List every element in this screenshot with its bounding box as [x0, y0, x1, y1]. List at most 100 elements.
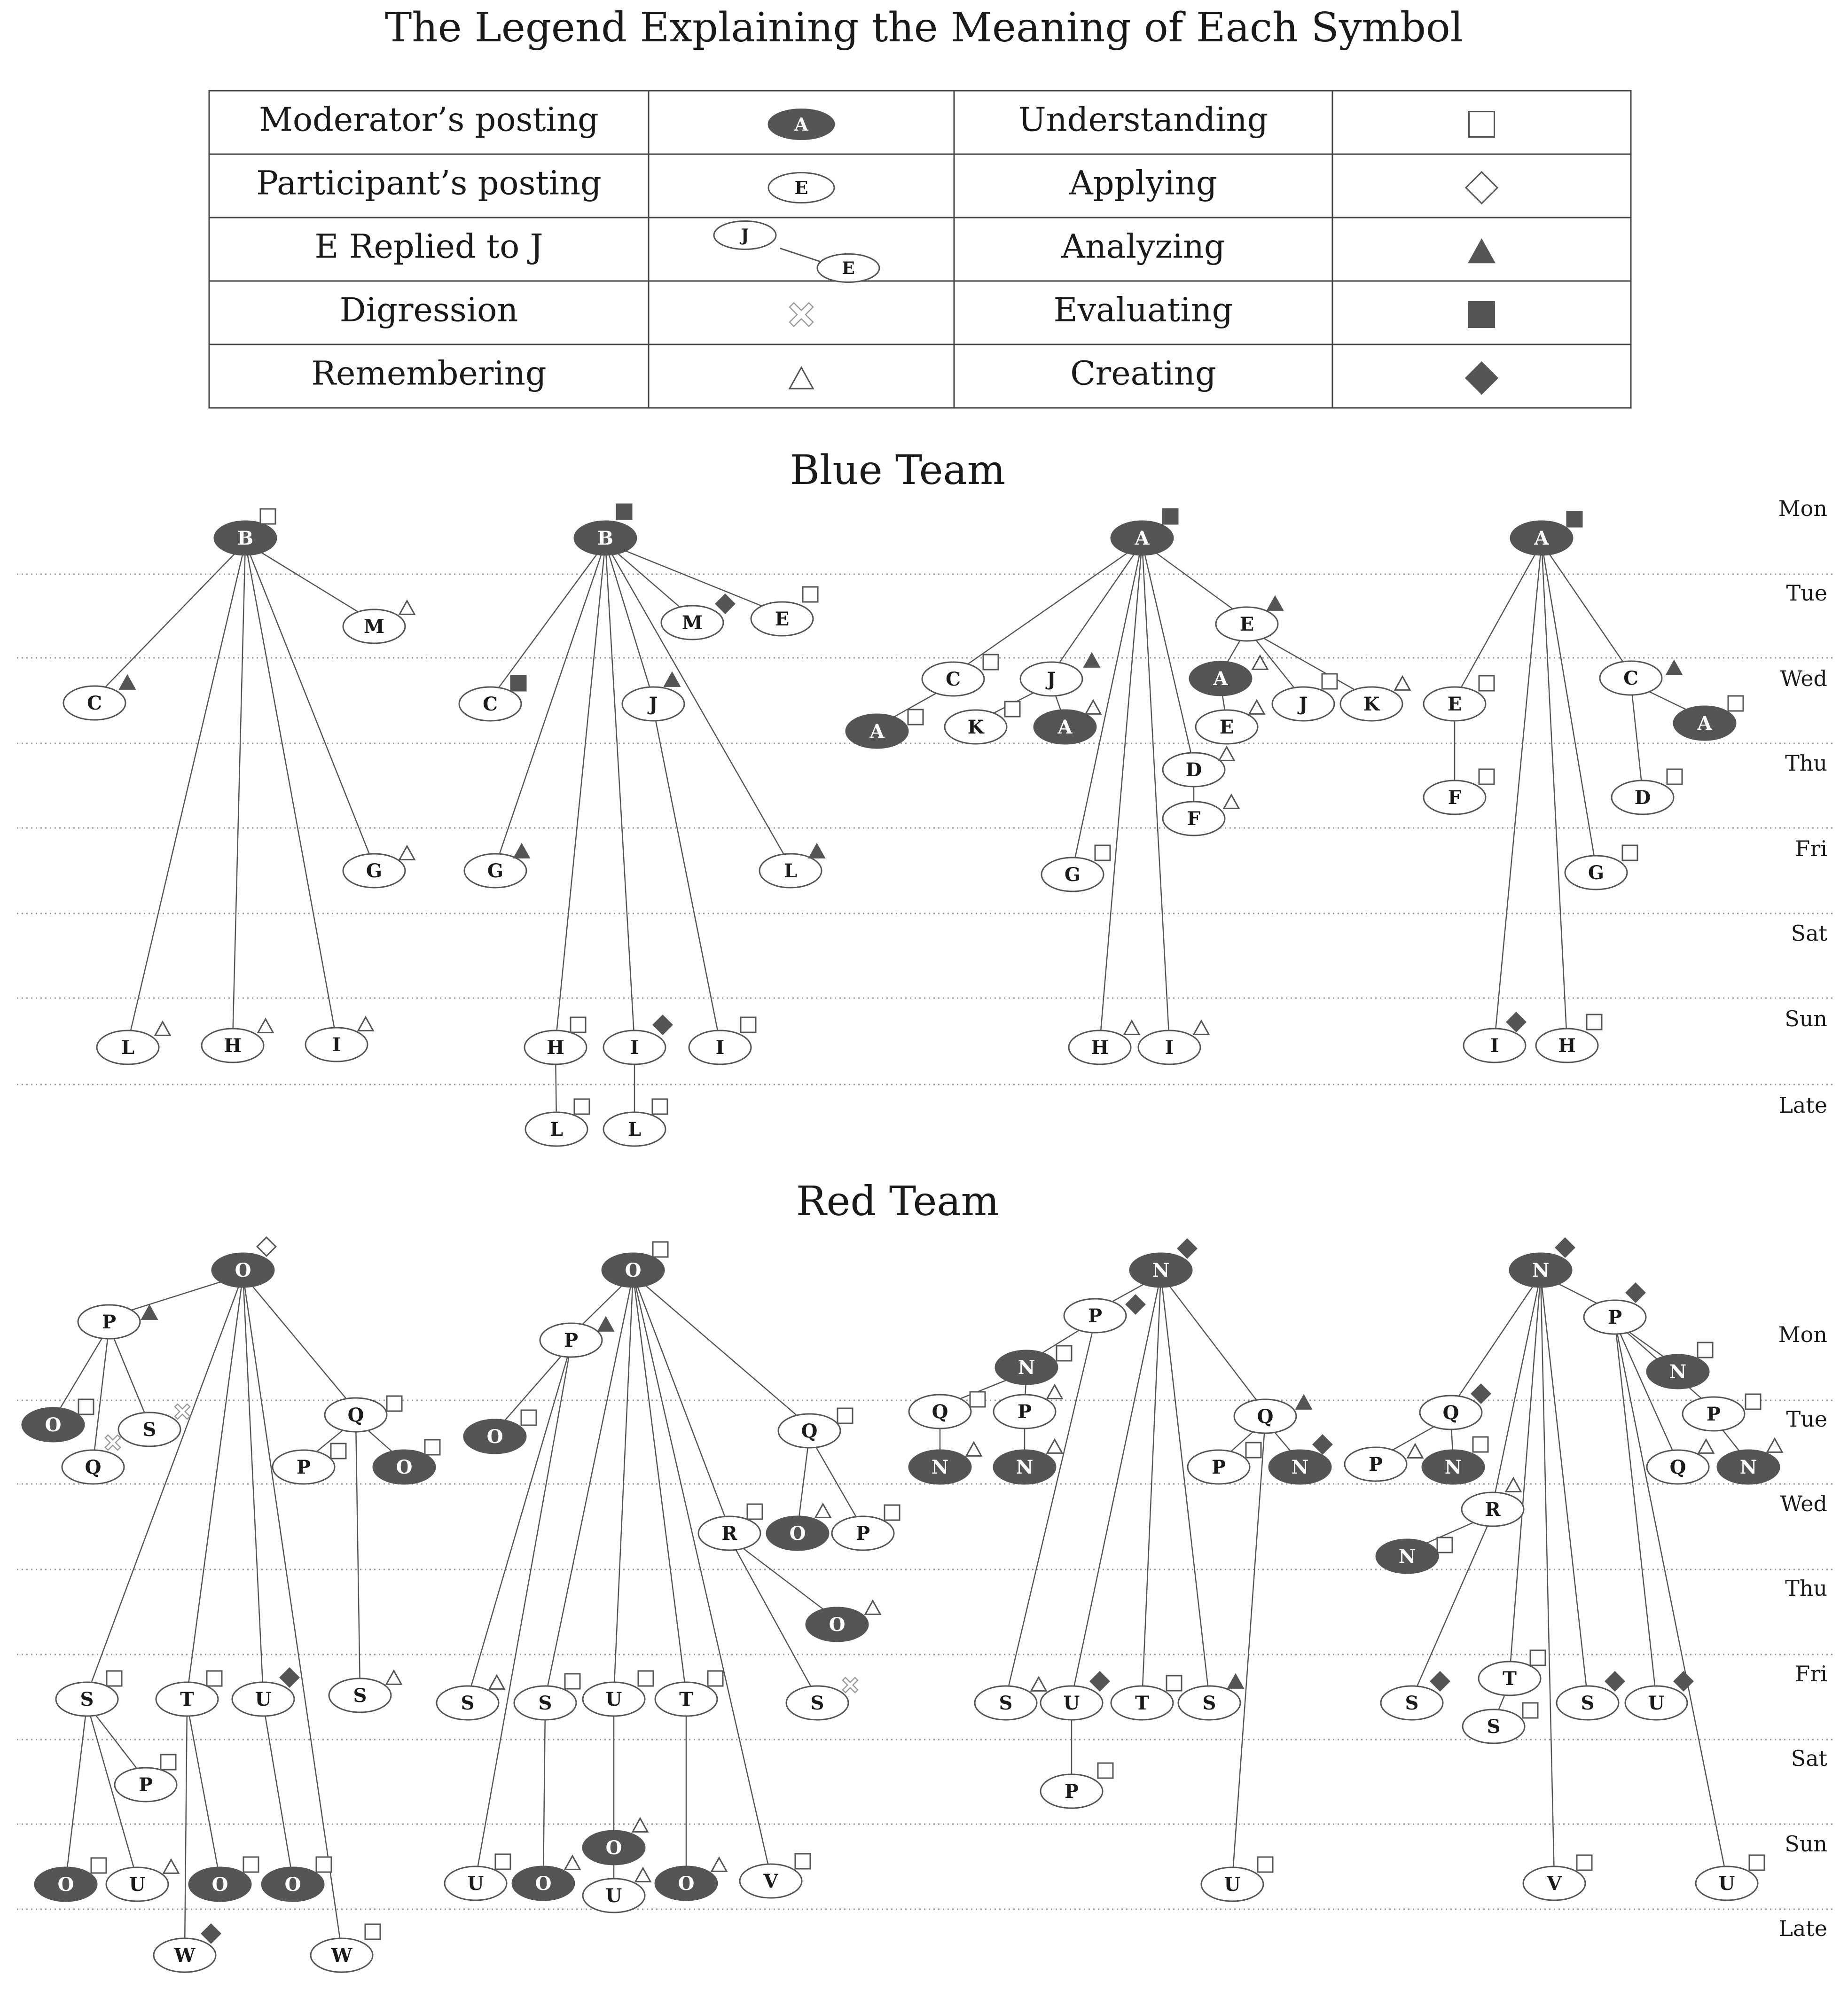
filled-square-icon — [1162, 508, 1179, 525]
participant-post-node: G — [1564, 844, 1638, 890]
reply-edge — [242, 1274, 264, 1695]
reply-edge — [245, 542, 375, 623]
open-triangle-icon — [965, 1441, 983, 1457]
open-square-icon — [982, 654, 999, 671]
open-diamond-icon — [256, 1236, 277, 1257]
reply-edge — [244, 542, 337, 1040]
node-letter: S — [143, 1419, 157, 1441]
day-label: Mon — [1778, 1322, 1827, 1347]
thread-edges — [467, 1274, 864, 1891]
moderator-post-node: B — [213, 508, 277, 556]
reply-edge — [186, 1703, 221, 1880]
participant-post-node: L — [96, 1020, 172, 1065]
moderator-post-node: N — [993, 1438, 1064, 1485]
node-letter: O — [790, 1522, 806, 1545]
reply-edge — [1141, 542, 1195, 765]
node-letter: I — [1490, 1035, 1499, 1057]
reply-edge — [1492, 1274, 1542, 1505]
open-square-icon — [90, 1857, 107, 1874]
open-square-icon — [1666, 768, 1683, 785]
node-letter: D — [1186, 759, 1202, 781]
participant-post-node: H — [524, 1016, 587, 1065]
node-letter: H — [1091, 1037, 1109, 1059]
filled-diamond-icon — [1125, 1294, 1146, 1315]
node-letter: O — [535, 1873, 552, 1895]
open-square-icon — [1094, 844, 1111, 861]
node-letter: Q — [348, 1404, 364, 1426]
participant-post-node: T — [654, 1670, 724, 1717]
open-triangle-icon — [1084, 699, 1102, 715]
node-letter: H — [224, 1035, 242, 1057]
participant-post-node: M — [342, 599, 416, 644]
node-letter: S — [1203, 1692, 1216, 1714]
legend-left-label: Remembering — [311, 354, 546, 393]
moderator-post-node: N — [1421, 1436, 1489, 1485]
reply-edge — [633, 1274, 810, 1427]
open-triangle-icon — [1192, 1019, 1210, 1035]
node-letter: C — [483, 693, 498, 715]
node-letter: G — [366, 860, 382, 882]
open-square-icon — [1745, 1393, 1762, 1410]
node-letter: U — [1224, 1873, 1241, 1896]
node-letter: S — [811, 1692, 824, 1714]
participant-post-node: P — [1682, 1393, 1762, 1432]
reply-edge — [542, 1707, 546, 1879]
filled-diamond-icon — [1625, 1282, 1646, 1303]
participant-post-node: C — [63, 674, 136, 721]
node-letter: O — [45, 1414, 62, 1436]
open-triangle-icon — [1766, 1437, 1784, 1453]
node-letter: P — [1088, 1305, 1102, 1327]
node-letter: P — [1608, 1306, 1622, 1328]
open-triangle-icon — [385, 1669, 403, 1685]
node-letter: C — [1623, 667, 1638, 689]
node-letter: Q — [1443, 1402, 1459, 1424]
reply-edge — [632, 1274, 687, 1695]
team-red: Red TeamMonTueWedThuFriSatSunLateOPOQSQP… — [17, 1178, 1833, 1973]
open-square-icon — [243, 1856, 259, 1873]
node-letter: O — [396, 1456, 413, 1478]
participant-post-node: I — [305, 1015, 375, 1062]
legend-filled-diamond-icon — [1464, 361, 1499, 395]
node-letter: P — [102, 1311, 116, 1333]
reply-edge — [1509, 1274, 1542, 1674]
team-title: Red Team — [796, 1178, 999, 1225]
open-square-icon — [1697, 1342, 1714, 1358]
participant-post-node: P — [831, 1504, 901, 1551]
participant-post-node: C — [1599, 659, 1683, 696]
node-letter: P — [139, 1774, 153, 1796]
reply-edge — [632, 1274, 772, 1877]
open-square-icon — [1004, 701, 1021, 718]
participant-post-node: V — [739, 1853, 811, 1899]
filled-diamond-icon — [1430, 1671, 1450, 1692]
participant-post-node: E — [1423, 675, 1495, 722]
reply-edge — [953, 542, 1143, 675]
moderator-post-node: A — [1110, 508, 1179, 556]
reply-edge — [1246, 628, 1372, 700]
node-letter: G — [1588, 862, 1604, 884]
open-triangle-icon — [1046, 1438, 1064, 1454]
moderator-post-node: O — [463, 1409, 537, 1454]
node-letter: A — [1697, 712, 1712, 734]
reply-edge — [232, 542, 246, 1041]
filled-triangle-icon — [597, 1316, 615, 1332]
reply-edge — [467, 1344, 572, 1699]
reply-edge — [86, 1703, 146, 1780]
node-letter: J — [1298, 693, 1308, 715]
filled-triangle-icon — [1227, 1673, 1245, 1689]
open-square-icon — [1529, 1649, 1546, 1666]
node-letter: J — [1046, 668, 1056, 690]
reply-edge — [489, 542, 606, 700]
node-letter: J — [739, 226, 749, 245]
reply-edge — [604, 542, 635, 1043]
node-letter: V — [763, 1870, 778, 1892]
moderator-post-node: N — [1509, 1237, 1575, 1288]
moderator-post-node: N — [1716, 1437, 1784, 1485]
node-letter: G — [1065, 864, 1081, 886]
filled-square-icon — [510, 675, 527, 692]
open-triangle-icon — [1394, 675, 1411, 691]
